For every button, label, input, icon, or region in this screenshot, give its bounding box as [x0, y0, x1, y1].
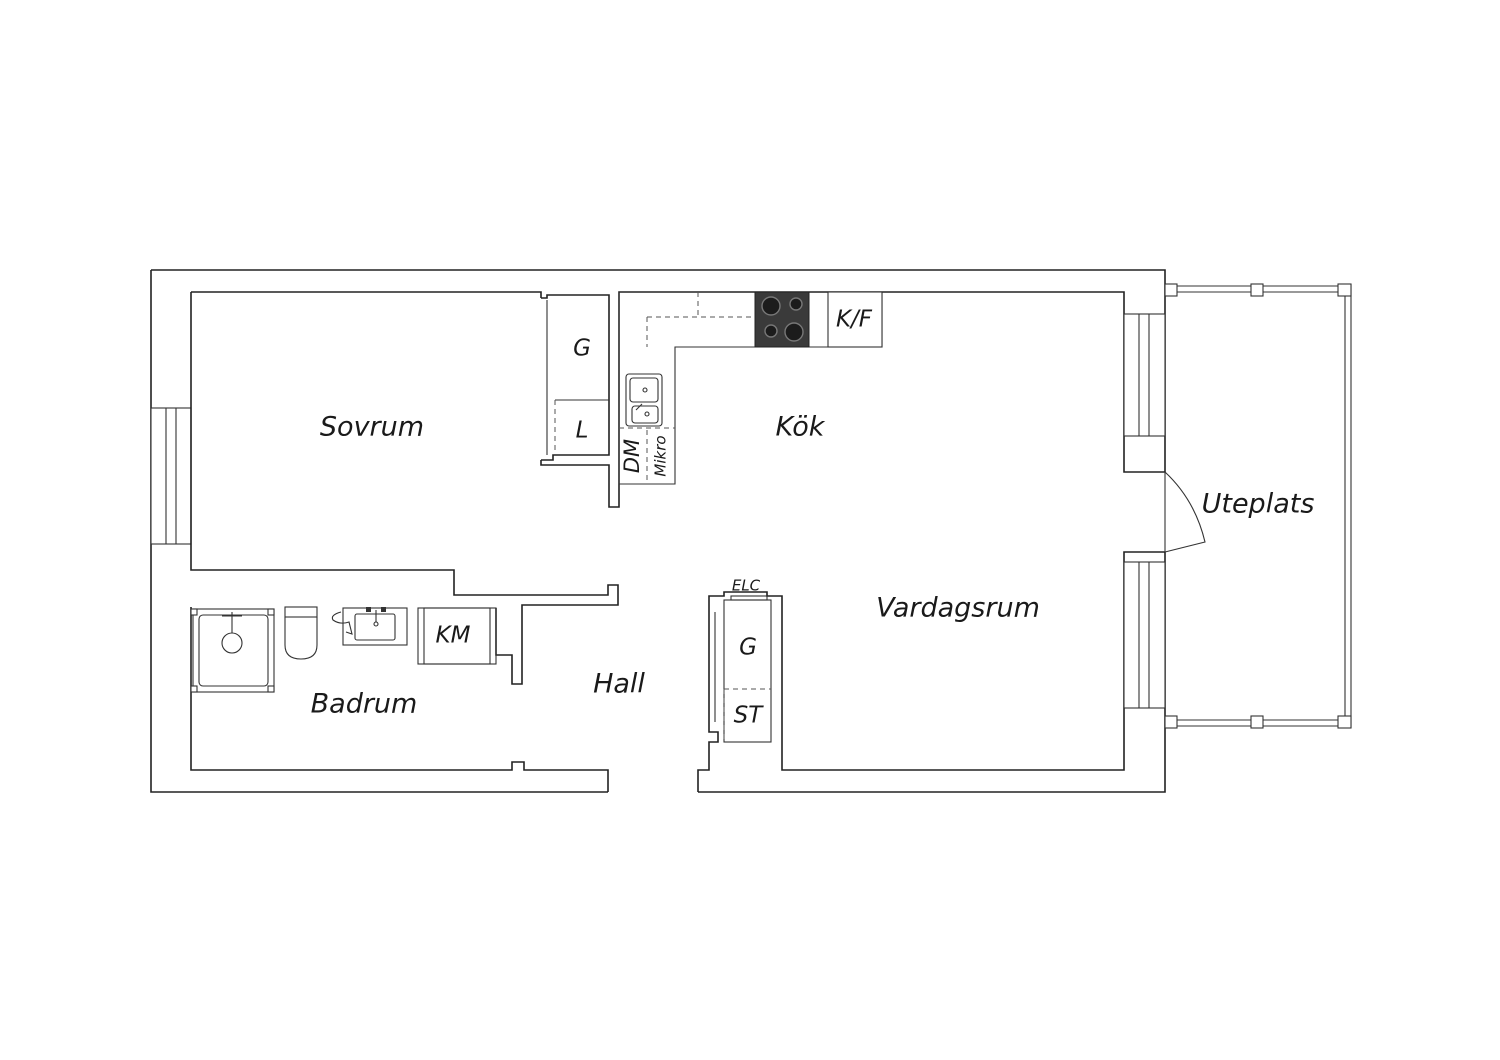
bathroom-fixtures — [190, 606, 497, 693]
room-label-hall: Hall — [593, 669, 645, 700]
fixture-label-linen: L — [576, 418, 589, 444]
room-label-badrum: Badrum — [311, 689, 418, 720]
room-label-uteplats: Uteplats — [1202, 489, 1315, 520]
fixture-label-wardrobe-hall: G — [739, 635, 757, 661]
outer-walls — [150, 269, 1166, 793]
room-label-kok: Kök — [776, 412, 826, 443]
bedroom-wardrobe — [554, 399, 609, 455]
hall-wardrobe — [714, 595, 772, 743]
window-right-bottom — [1123, 561, 1166, 709]
fridge-box — [827, 291, 883, 348]
fixture-label-cleaning: ST — [734, 703, 765, 729]
toilet-icon — [284, 606, 318, 660]
shower-icon — [190, 608, 275, 693]
room-label-sovrum: Sovrum — [320, 412, 424, 443]
interior-walls — [190, 291, 1166, 792]
fixture-label-fridge-freezer: K/F — [836, 307, 873, 333]
terrace-railing — [1164, 283, 1352, 729]
electric-panel — [730, 595, 768, 601]
window-left — [150, 407, 192, 545]
washbasin-icon — [331, 607, 408, 646]
kitchen-counter — [618, 291, 883, 485]
fixture-label-dishwasher: DM — [620, 439, 644, 473]
terrace-door — [1164, 471, 1206, 553]
room-label-vardagsrum: Vardagsrum — [876, 593, 1040, 624]
window-right-top — [1123, 313, 1166, 437]
fixture-label-microwave: Mikro — [652, 435, 670, 476]
fixture-label-electric-panel: ELC — [732, 577, 761, 595]
fixture-label-washing-machine: KM — [436, 623, 471, 649]
fixture-label-wardrobe-bedroom: G — [573, 336, 591, 362]
sink-icon — [625, 373, 663, 427]
